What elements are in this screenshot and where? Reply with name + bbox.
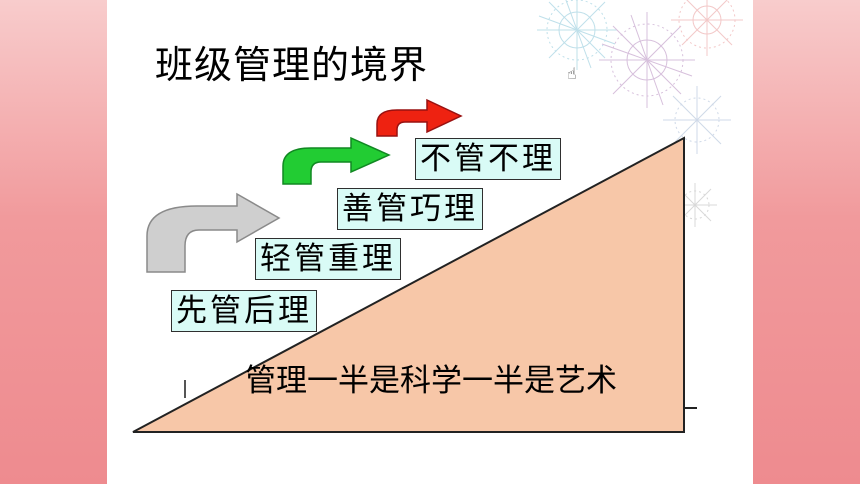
ramp-diagram: [132, 98, 697, 433]
green-arrow-icon: [282, 136, 391, 185]
fireworks-decoration: [537, 0, 743, 227]
slide-title: 班级管理的境界: [155, 43, 429, 87]
step-1-label: 先管后理: [171, 290, 317, 332]
step-2-label: 轻管重理: [255, 238, 401, 280]
red-arrow-icon: [376, 98, 463, 137]
gray-arrow-icon: [146, 192, 281, 273]
step-3-label: 善管巧理: [337, 188, 483, 230]
slide: 班级管理的境界 先管后理 轻管重理 善管巧理 不管不理 管理一半是科学一半是艺术…: [107, 0, 753, 484]
hand-cursor-icon: ☝: [567, 64, 577, 83]
step-4-label: 不管不理: [415, 138, 561, 180]
ramp-caption: 管理一半是科学一半是艺术: [245, 363, 617, 399]
ramp-triangle: [132, 136, 685, 433]
